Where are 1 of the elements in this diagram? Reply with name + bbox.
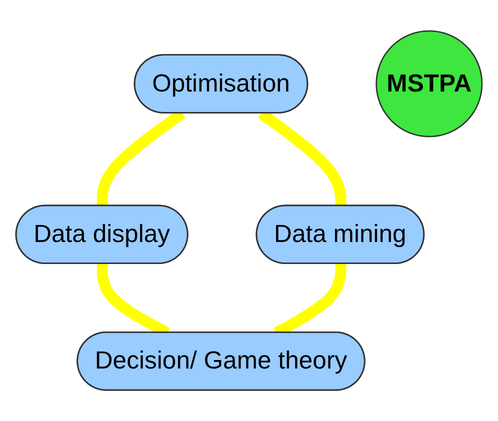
node-circle: MSTPA xyxy=(376,30,483,138)
